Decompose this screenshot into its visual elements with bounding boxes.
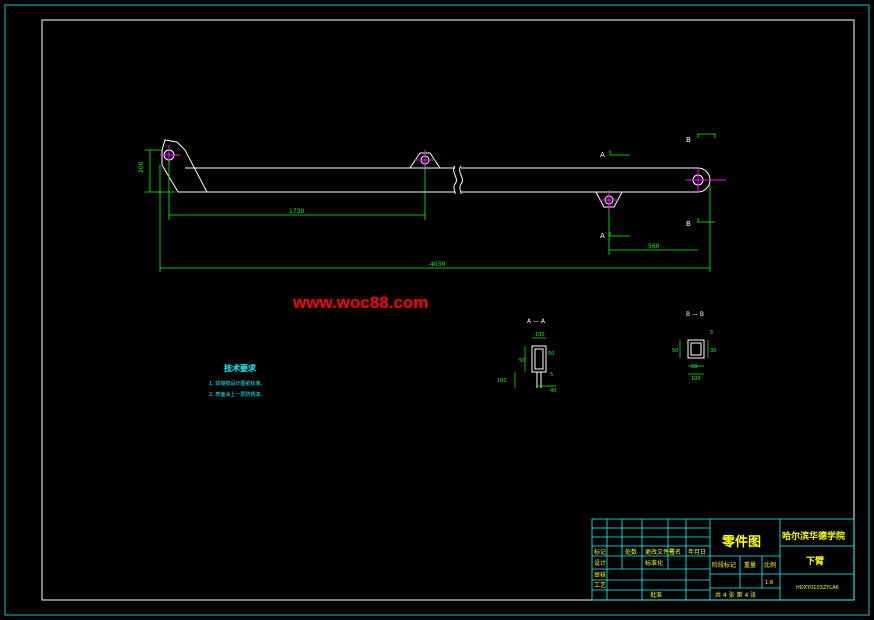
left-lug — [161, 139, 208, 193]
tb-label-mark: 标记 — [594, 548, 606, 556]
tb-label-review: 审核 — [594, 571, 606, 579]
dim-height-left: 200 — [138, 161, 145, 173]
section-bb-title: B — B — [686, 311, 704, 318]
tb-sheets: 共 4 张 第 4 张 — [715, 591, 756, 599]
tb-label-ratio: 比例 — [764, 561, 776, 569]
bb-dim-right-small: 5 — [710, 330, 713, 336]
section-aa-inner — [534, 348, 544, 370]
dim-pin-spacing: 1730 — [289, 208, 304, 215]
watermark-text: www.woc88.com — [292, 293, 428, 312]
bb-dim-bottom-b: 100 — [691, 376, 701, 382]
tb-label-designer: 设计 — [594, 559, 606, 567]
section-marker-a-bottom: A — [600, 232, 605, 240]
bb-dim-left: 50 — [672, 348, 678, 354]
outer-border — [4, 4, 870, 616]
tech-requirements: 技术要求 1. 焊接按设计图纸标准。 2. 表面涂上一层防锈漆。 — [209, 363, 265, 398]
dim-overall-length: 4030 — [430, 261, 445, 268]
tb-label-change-doc: 更改文件号 — [645, 548, 675, 556]
section-marker-a-top: A — [600, 151, 605, 159]
section-marker-b-top: B — [686, 136, 691, 144]
tech-req-title: 技术要求 — [224, 363, 257, 373]
tb-label-standardize: 标准化 — [645, 559, 663, 567]
section-bb-profile — [687, 339, 705, 359]
aa-dim-left-c: 100 — [497, 378, 507, 384]
dimension-lines — [145, 133, 716, 272]
aa-dim-left-b: 50 — [548, 351, 554, 357]
tb-scale: 1:8 — [765, 580, 773, 586]
tb-label-signature: 签名 — [669, 548, 681, 556]
bb-dim-right: 30 — [710, 348, 716, 354]
tb-label-date: 年月日 — [688, 548, 706, 556]
section-aa-title: A — A — [527, 318, 546, 325]
tb-drawing-number: HDXY0103ZYLA6 — [796, 585, 839, 591]
tb-school: 哈尔滨华德学院 — [782, 530, 845, 542]
tb-drawing-type: 零件图 — [721, 534, 761, 550]
lower-arm-outline — [161, 139, 711, 208]
tech-req-item-1: 1. 焊接按设计图纸标准。 — [209, 380, 265, 387]
dim-right-offset: 560 — [648, 243, 660, 250]
aa-dim-top: 100 — [535, 332, 545, 338]
section-marker-b-bottom: B — [686, 220, 691, 228]
section-aa-profile — [531, 345, 547, 373]
tech-req-item-2: 2. 表面涂上一层防锈漆。 — [209, 391, 265, 398]
tb-label-count: 处数 — [625, 548, 637, 556]
tb-label-process: 工艺 — [594, 581, 606, 589]
tb-label-weight: 重量 — [744, 561, 756, 569]
drawing-frame — [41, 19, 855, 601]
break-line-2 — [459, 165, 463, 195]
section-bb-inner — [690, 342, 702, 356]
title-block: 标记 处数 更改文件号 签名 年月日 设计 标准化 审核 工艺 批准 阶段标记 … — [591, 518, 855, 601]
break-line-1 — [453, 165, 457, 195]
aa-dim-left-a: 50 — [519, 358, 525, 364]
center-marks — [160, 145, 726, 210]
bb-dim-bottom-a: 50 — [691, 364, 697, 370]
aa-dim-bottom: 40 — [550, 388, 556, 394]
tb-part-name: 下臂 — [806, 555, 824, 567]
tb-label-stage-mark: 阶段标记 — [712, 561, 736, 569]
tb-label-approve: 批准 — [650, 591, 662, 599]
section-bb: B — B 5 50 30 50 100 — [672, 311, 716, 382]
section-aa: A — A 100 50 50 5 100 40 — [497, 318, 556, 394]
aa-dim-right-small: 5 — [550, 372, 553, 378]
